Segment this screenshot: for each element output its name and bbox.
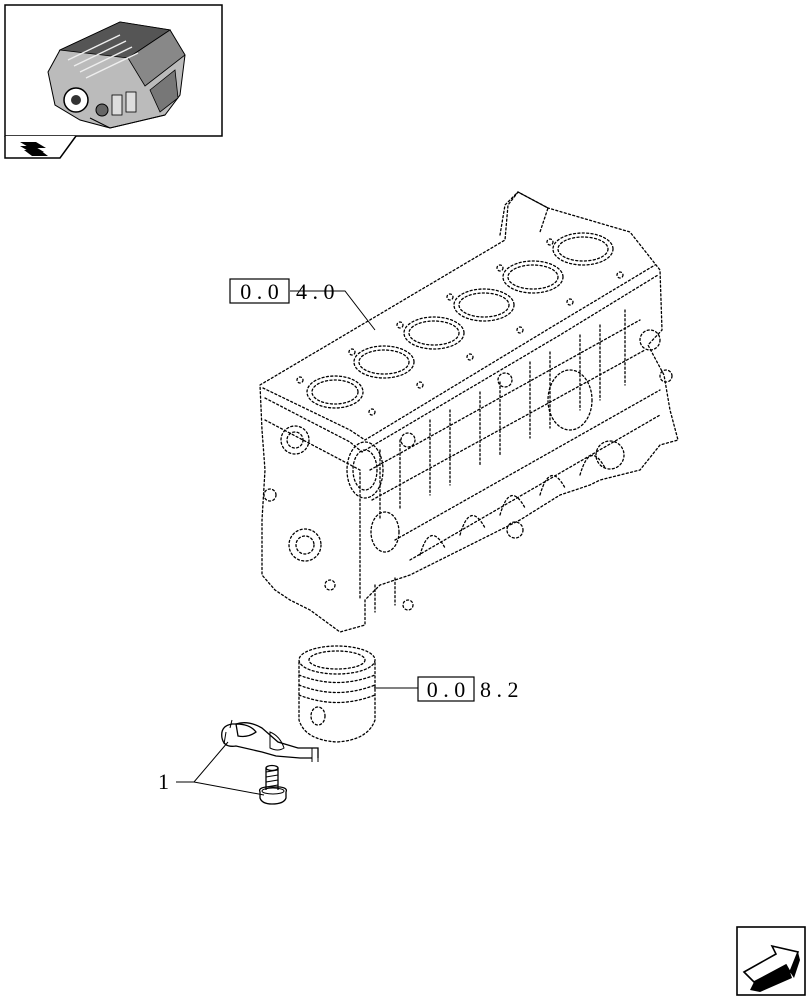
banjo-bolt-part: [258, 764, 288, 805]
book-section-icon: [20, 142, 48, 156]
part-number-label: 1: [158, 769, 169, 794]
oil-jet-part: [221, 719, 319, 762]
piston-drawing: [298, 645, 376, 743]
reference-suffix-text: 8 . 2: [480, 677, 519, 702]
section-tab[interactable]: [4, 135, 77, 159]
engine-block-drawing: [259, 191, 679, 633]
next-page-arrow-icon: [742, 944, 800, 992]
reference-box: [229, 278, 290, 304]
reference-callout-082[interactable]: 0 . 0 8 . 2: [417, 676, 519, 702]
engine-thumbnail-icon: [47, 21, 186, 129]
reference-boxed-text: 0 . 0: [240, 279, 279, 304]
reference-boxed-text: 0 . 0: [427, 677, 466, 702]
thumbnail-frame[interactable]: [4, 4, 223, 137]
leader-lines: [176, 290, 418, 796]
reference-callout-040[interactable]: 0 . 0 4 . 0: [229, 278, 335, 304]
reference-box: [417, 676, 475, 702]
next-page-button[interactable]: [736, 926, 806, 996]
reference-suffix-text: 4 . 0: [296, 279, 335, 304]
